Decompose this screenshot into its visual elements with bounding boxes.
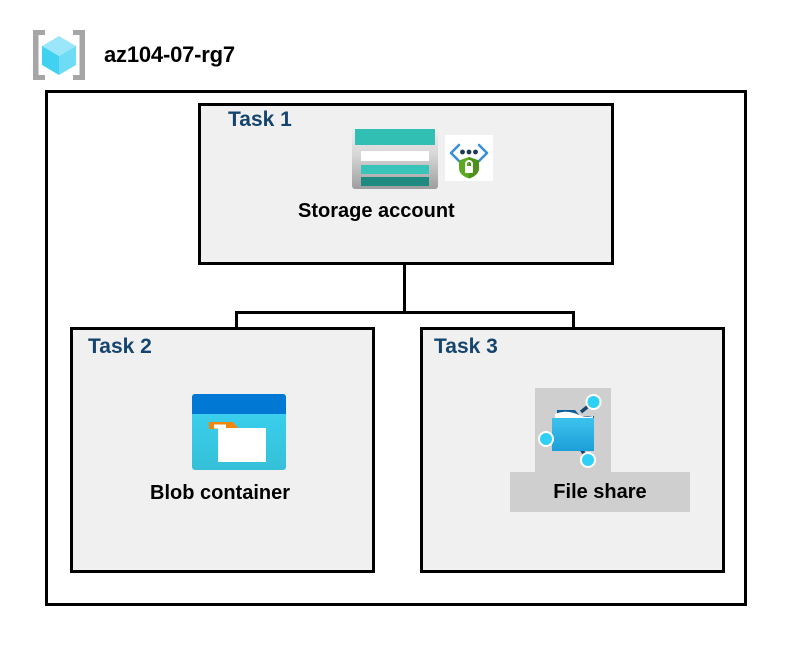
task-2-label: Task 2 — [88, 335, 152, 358]
storage-account-caption: Storage account — [298, 200, 455, 222]
file-share-caption: File share — [510, 472, 690, 512]
task-1-label: Task 1 — [228, 108, 292, 131]
blob-container-caption: Blob container — [150, 482, 291, 504]
resource-group-cube-icon — [28, 24, 90, 86]
resource-group-title: az104-07-rg7 — [104, 42, 235, 67]
resource-group-header: az104-07-rg7 — [28, 24, 235, 86]
connector-storage-trunk — [403, 265, 406, 313]
network-security-shield-icon — [445, 135, 493, 181]
blob-container-icon — [192, 394, 286, 470]
task-3-label: Task 3 — [434, 335, 498, 358]
storage-account-icon — [352, 127, 438, 189]
connector-horizontal-bus — [235, 311, 575, 314]
file-share-icon — [535, 388, 611, 474]
